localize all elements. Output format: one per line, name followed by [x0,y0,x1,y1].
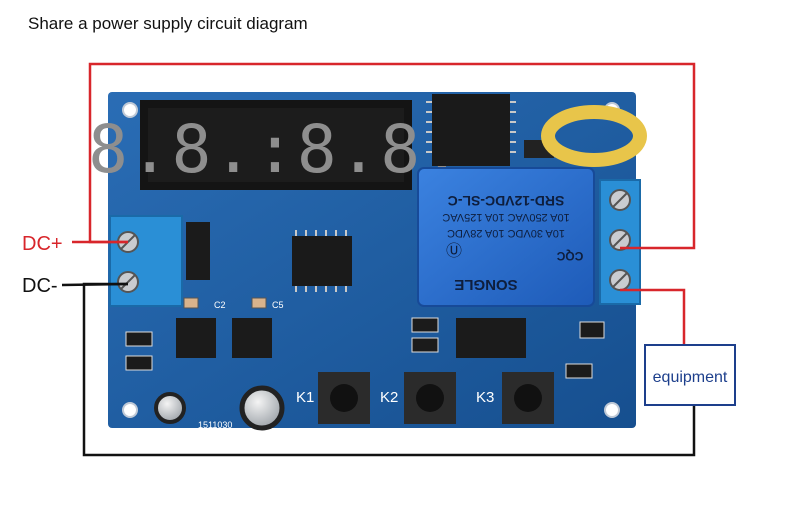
wire-dc-minus-lead [61,282,129,287]
dc-minus-label: DC- [22,275,58,297]
relay: SRD-12VDC-SL-C 10A 250VAC 10A 125VAC 10A… [417,167,595,307]
relay-model: SRD-12VDC-SL-C [448,193,565,209]
capacitor-small [154,392,186,424]
microcontroller-ic [292,230,352,292]
wire-relay-to-equipment [620,288,686,345]
ul-mark-icon: Ⓤ [446,242,462,260]
label-c5: C5 [272,300,284,310]
label-c2: C2 [214,300,226,310]
dc-plus-label: DC+ [22,233,63,255]
push-button-k1 [318,372,370,424]
capacitor-code: 1511030 [198,420,232,430]
battery-holder [524,105,647,167]
power-terminal-block [109,215,183,307]
relay-rating-1: 10A 250VAC 10A 125VAC [442,211,569,223]
equipment-label: equipment [653,369,728,386]
smd-components [125,297,605,379]
driver-ic [426,94,516,166]
page-title: Share a power supply circuit diagram [28,14,308,33]
label-k2: K2 [380,389,398,406]
relay-cert: CQC [556,249,583,263]
mounting-hole-br [604,402,620,418]
seven-segment-display: 8.8.:8.8. [88,100,464,190]
push-button-k2 [404,372,456,424]
relay-brand: SONGLE [454,276,517,293]
jumper-block [186,222,210,280]
label-k3: K3 [476,389,494,406]
mounting-hole-tl [122,102,138,118]
capacitor-large [239,385,285,431]
label-k1: K1 [296,389,314,406]
display-digits: 8.8.:8.8. [88,111,464,188]
relay-rating-2: 10A 30VDC 10A 28VDC [447,227,565,239]
equipment-box [644,344,736,406]
push-button-k3 [502,372,554,424]
relay-terminal-block [599,179,641,305]
mounting-hole-bl [122,402,138,418]
